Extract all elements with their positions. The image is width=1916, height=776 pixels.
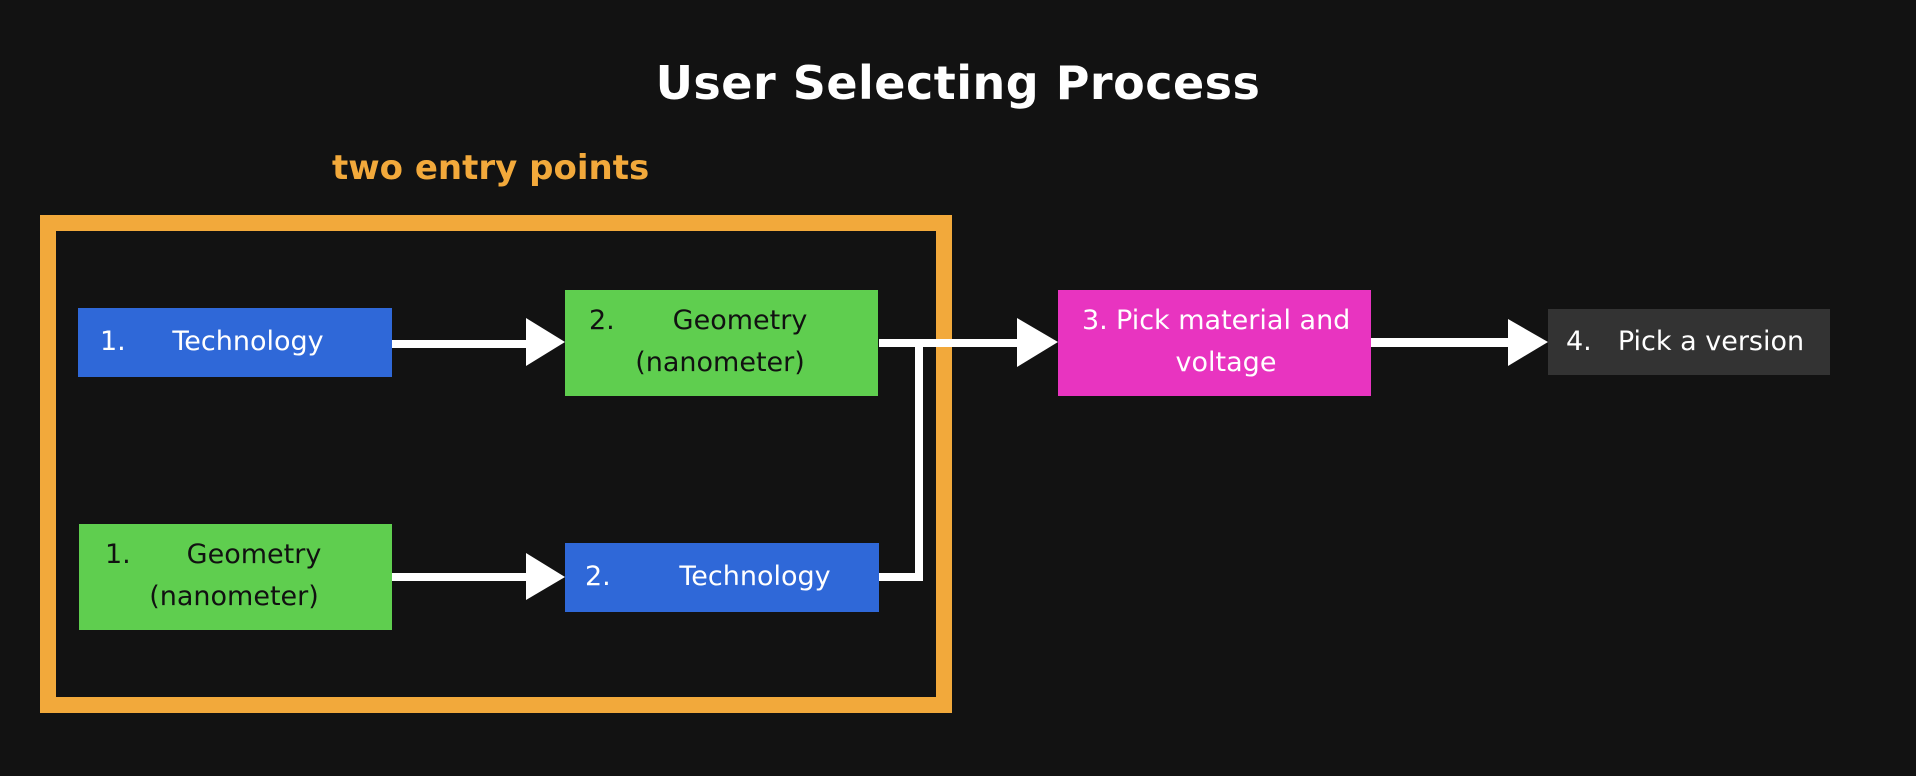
- arrowhead-a1-a2: [526, 318, 565, 366]
- arrowhead-to-step3: [1017, 318, 1058, 367]
- node-path-a-geometry: 2. Geometry (nanometer): [565, 290, 878, 396]
- connector-a2-out: [879, 339, 1019, 347]
- node-material-voltage: 3. Pick material and voltage: [1058, 290, 1371, 396]
- node-number: 1.: [105, 539, 131, 570]
- node-label-line2: (nanometer): [149, 581, 319, 612]
- arrow-shaft-b1-b2: [392, 573, 526, 581]
- node-label: Technology: [679, 561, 831, 592]
- connector-merge-vertical: [915, 345, 923, 581]
- node-number: 4.: [1566, 326, 1592, 357]
- node-label-line1: Geometry: [186, 539, 322, 570]
- node-label-line1: Geometry: [672, 305, 808, 336]
- node-path-a-technology: 1. Technology: [78, 308, 392, 377]
- node-label-line2: (nanometer): [635, 347, 805, 378]
- node-pick-version: 4. Pick a version: [1548, 309, 1830, 375]
- entry-points-label: two entry points: [332, 148, 650, 188]
- arrow-shaft-3-4: [1371, 338, 1510, 347]
- diagram-title: User Selecting Process: [655, 56, 1261, 110]
- arrowhead-3-4: [1508, 319, 1548, 366]
- node-path-b-geometry: 1. Geometry (nanometer): [79, 524, 392, 630]
- arrow-shaft-a1-a2: [392, 340, 526, 348]
- node-path-b-technology: 2. Technology: [565, 543, 879, 612]
- node-number: 1.: [100, 326, 126, 357]
- node-label-line2: voltage: [1175, 347, 1277, 378]
- node-label-line1: Pick material and: [1116, 305, 1351, 336]
- node-number: 3.: [1082, 305, 1108, 336]
- connector-b2-out: [879, 573, 923, 581]
- node-number: 2.: [585, 561, 611, 592]
- node-label: Pick a version: [1617, 326, 1805, 357]
- node-number: 2.: [589, 305, 615, 336]
- arrowhead-b1-b2: [526, 553, 565, 600]
- node-label: Technology: [172, 326, 324, 357]
